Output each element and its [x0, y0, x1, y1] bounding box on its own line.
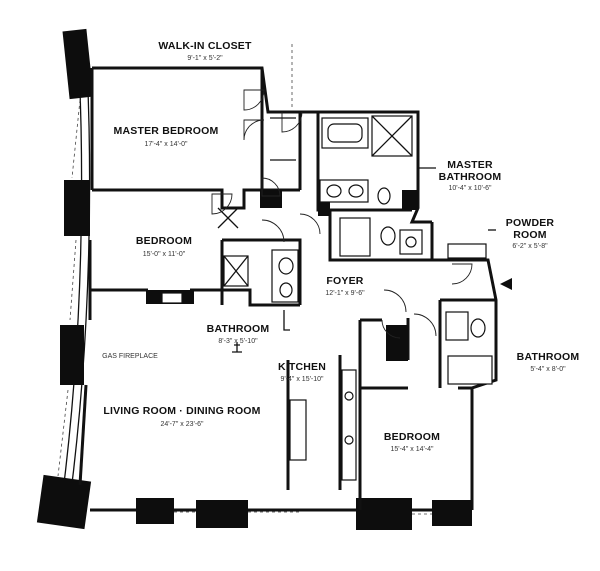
bathroom-2-label: BATHROOM	[517, 351, 580, 363]
bottom-columns	[136, 498, 472, 530]
bedroom-2-dims: 15'-4" x 14'-4"	[390, 446, 434, 453]
master-bathroom-dims: 10'-4" x 10'-6"	[448, 185, 492, 192]
walk-in-closet-dims: 9'-1" x 5'-2"	[187, 55, 223, 62]
gas-fireplace-note: GAS FIREPLACE	[102, 353, 158, 360]
kitchen-island	[289, 399, 307, 461]
walk-in-closet-label: WALK-IN CLOSET	[158, 40, 252, 52]
facade-windows	[36, 28, 94, 530]
leader-lines	[418, 167, 496, 231]
sink-icon	[278, 257, 294, 275]
window-column	[36, 474, 92, 530]
toilet-icon	[279, 282, 293, 298]
master-bedroom-label: MASTER BEDROOM	[114, 125, 219, 137]
kitchen-counter	[341, 369, 357, 481]
shower-icon	[339, 217, 371, 257]
window-column	[64, 180, 90, 236]
bathroom-2-dims: 5'-4" x 8'-0"	[530, 366, 566, 373]
living-dining-dims: 24'-7" x 23'-6"	[160, 421, 204, 428]
door-swings	[211, 89, 473, 339]
fixtures	[161, 44, 512, 481]
foyer-dims: 12'-1" x 9'-6"	[325, 290, 365, 297]
powder-room-dims: 6'-2" x 5'-8"	[512, 243, 548, 250]
living-dining-label: LIVING ROOM · DINING ROOM	[103, 405, 260, 417]
foyer-label: FOYER	[326, 275, 363, 287]
bathroom-label: BATHROOM	[207, 323, 270, 335]
powder-room-label-line1: POWDER	[506, 217, 555, 229]
powder-room-label-line2: ROOM	[513, 229, 547, 241]
master-bathroom-label-line2: BATHROOM	[439, 171, 502, 183]
master-bedroom-dims: 17'-4" x 14'-0"	[144, 141, 188, 148]
kitchen-dims: 9'-4" x 15'-10"	[280, 376, 324, 383]
room-labels: WALK-IN CLOSET 9'-1" x 5'-2" MASTER BEDR…	[102, 40, 579, 453]
bathroom-dims: 8'-3" x 5'-10"	[218, 338, 258, 345]
bathtub-icon	[447, 355, 493, 385]
sink-icon	[445, 311, 469, 341]
sink-icon	[405, 236, 417, 248]
toilet-icon	[470, 318, 486, 338]
bedroom-2-label: BEDROOM	[384, 431, 440, 443]
window-column	[62, 28, 94, 100]
toilet-icon	[377, 187, 391, 205]
window-column	[60, 325, 84, 385]
bedroom-dims: 15'-0" x 11'-0"	[143, 251, 186, 258]
fireplace-icon	[161, 292, 183, 304]
toilet-icon	[380, 226, 396, 246]
master-bathroom-label-line1: MASTER	[447, 159, 493, 171]
bedroom-label: BEDROOM	[136, 235, 192, 247]
kitchen-label: KITCHEN	[278, 361, 326, 373]
entry-arrow-icon	[500, 278, 512, 290]
